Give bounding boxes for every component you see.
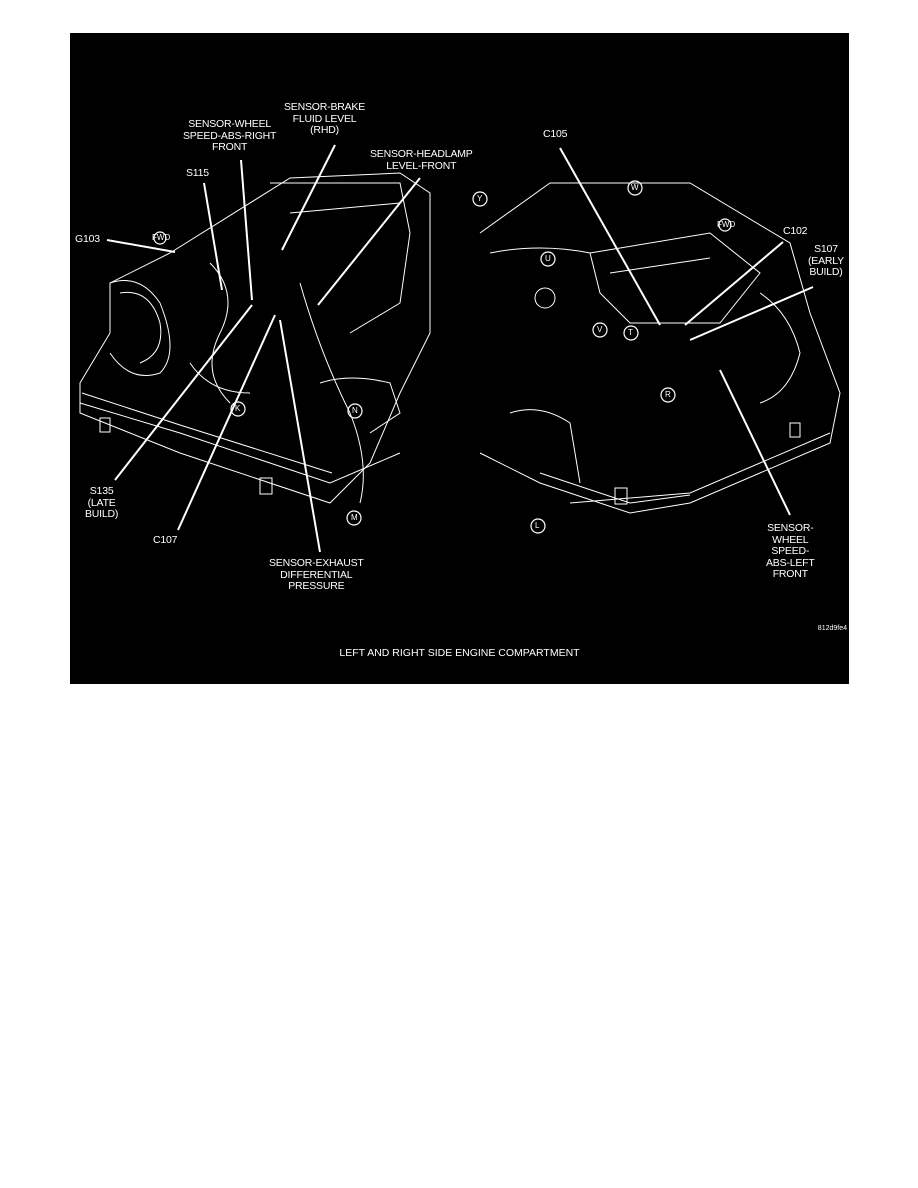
label-s115: S115 [186, 167, 209, 179]
view-arrow-n: N [352, 406, 358, 415]
leader-s115 [203, 182, 223, 291]
label-sensor-headlamp-level-front: SENSOR-HEADLAMP LEVEL-FRONT [370, 148, 473, 172]
leader-c105 [559, 147, 661, 326]
view-arrow-w: W [631, 183, 639, 192]
label-sensor-wheel-speed-right-front: SENSOR-WHEEL SPEED-ABS-RIGHT FRONT [183, 118, 277, 153]
label-sensor-brake-fluid-level: SENSOR-BRAKE FLUID LEVEL (RHD) [284, 101, 366, 136]
label-c107: C107 [153, 534, 178, 546]
view-arrow-t: T [628, 328, 633, 337]
view-arrow-u: U [545, 254, 551, 263]
leader-c102 [684, 241, 784, 326]
figure-id: 812d9fe4 [817, 625, 847, 632]
view-arrow-k: K [235, 404, 241, 413]
label-c102: C102 [783, 225, 808, 237]
view-arrow-v: V [597, 325, 603, 334]
view-arrow-fwd-left: FWD [152, 233, 171, 242]
leader-c107 [177, 314, 276, 531]
label-sensor-wheel-speed-left-front: SENSOR- WHEEL SPEED- ABS-LEFT FRONT [766, 522, 815, 580]
leader-g103 [106, 239, 176, 253]
right-compartment-drawing [479, 182, 841, 514]
leader-exhaust [279, 319, 321, 553]
left-compartment-drawing [79, 172, 431, 504]
leader-brake-fluid [281, 144, 336, 251]
leader-s135 [114, 304, 253, 481]
label-g103: G103 [75, 233, 100, 245]
leader-wheel-speed-left [719, 369, 791, 516]
leader-lines [106, 144, 814, 553]
label-s107: S107 (EARLY BUILD) [808, 243, 844, 278]
leader-headlamp [317, 177, 421, 306]
view-arrow-m: M [351, 513, 358, 522]
label-sensor-exhaust-differential-pressure: SENSOR-EXHAUST DIFFERENTIAL PRESSURE [269, 557, 364, 592]
view-arrow-y: Y [477, 194, 483, 203]
label-s135: S135 (LATE BUILD) [85, 485, 119, 520]
engine-compartment-diagram: SENSOR-BRAKE FLUID LEVEL (RHD) SENSOR-WH… [70, 33, 849, 684]
label-c105: C105 [543, 128, 568, 140]
view-arrows [153, 180, 732, 534]
leader-wheel-speed-right [240, 159, 253, 301]
view-arrow-r: R [665, 390, 671, 399]
figure-caption: LEFT AND RIGHT SIDE ENGINE COMPARTMENT [339, 647, 580, 659]
leader-s107 [689, 286, 814, 341]
view-arrow-fwd-right: FWD [717, 220, 736, 229]
view-arrow-l: L [535, 521, 540, 530]
line-art [79, 144, 841, 553]
